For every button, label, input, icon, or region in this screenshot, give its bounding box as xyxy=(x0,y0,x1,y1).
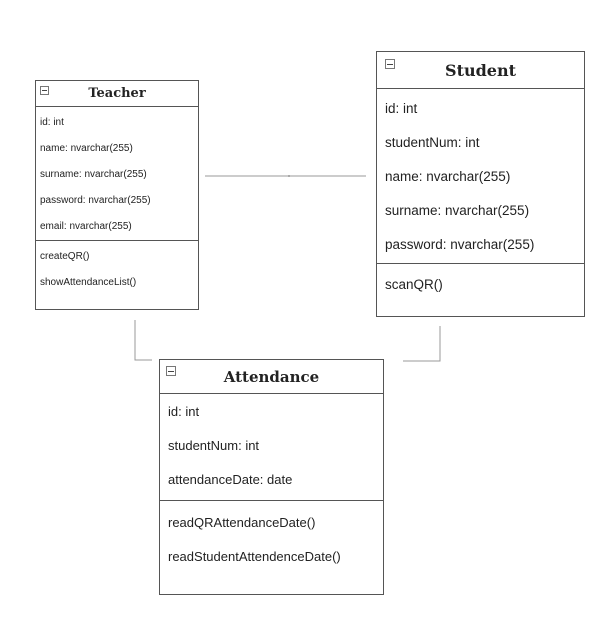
operation-row: readQRAttendanceDate() xyxy=(168,515,316,530)
attribute-row: name: nvarchar(255) xyxy=(40,143,133,154)
student-class-header: Student xyxy=(377,52,584,89)
attendance-class-header: Attendance xyxy=(160,360,383,394)
student-class-box[interactable]: Student id: int studentNum: int name: nv… xyxy=(376,51,585,317)
attribute-row: id: int xyxy=(385,101,418,116)
teacher-class-box[interactable]: Teacher id: int name: nvarchar(255) surn… xyxy=(35,80,199,310)
attribute-row: password: nvarchar(255) xyxy=(385,237,535,252)
attribute-row: surname: nvarchar(255) xyxy=(40,169,147,180)
collapse-icon[interactable] xyxy=(40,86,49,95)
operation-row: scanQR() xyxy=(385,277,443,292)
attribute-row: attendanceDate: date xyxy=(168,472,293,487)
student-attendance-association[interactable] xyxy=(403,326,441,362)
attendance-class-box[interactable]: Attendance id: int studentNum: int atten… xyxy=(159,359,384,595)
operations-section: scanQR() xyxy=(377,264,584,302)
attributes-section: id: int studentNum: int attendanceDate: … xyxy=(160,394,383,501)
attribute-row: password: nvarchar(255) xyxy=(40,195,151,206)
collapse-icon[interactable] xyxy=(385,59,395,69)
class-name: Attendance xyxy=(223,368,320,386)
teacher-attendance-association[interactable] xyxy=(134,320,152,361)
operation-row: readStudentAttendenceDate() xyxy=(168,549,341,564)
attribute-row: id: int xyxy=(40,117,64,128)
operations-section: createQR() showAttendanceList() xyxy=(36,241,198,296)
attribute-row: name: nvarchar(255) xyxy=(385,169,511,184)
operation-row: showAttendanceList() xyxy=(40,277,137,288)
collapse-icon[interactable] xyxy=(166,366,176,376)
attribute-row: email: nvarchar(255) xyxy=(40,221,132,232)
class-name: Student xyxy=(445,61,516,80)
attribute-row: studentNum: int xyxy=(385,135,480,150)
attribute-row: studentNum: int xyxy=(168,438,260,453)
attributes-section: id: int studentNum: int name: nvarchar(2… xyxy=(377,89,584,264)
teacher-class-header: Teacher xyxy=(36,81,198,107)
operations-section: readQRAttendanceDate() readStudentAttend… xyxy=(160,501,383,574)
attributes-section: id: int name: nvarchar(255) surname: nva… xyxy=(36,107,198,241)
attribute-row: surname: nvarchar(255) xyxy=(385,203,530,218)
class-name: Teacher xyxy=(88,86,146,101)
operation-row: createQR() xyxy=(40,251,90,262)
attribute-row: id: int xyxy=(168,404,200,419)
